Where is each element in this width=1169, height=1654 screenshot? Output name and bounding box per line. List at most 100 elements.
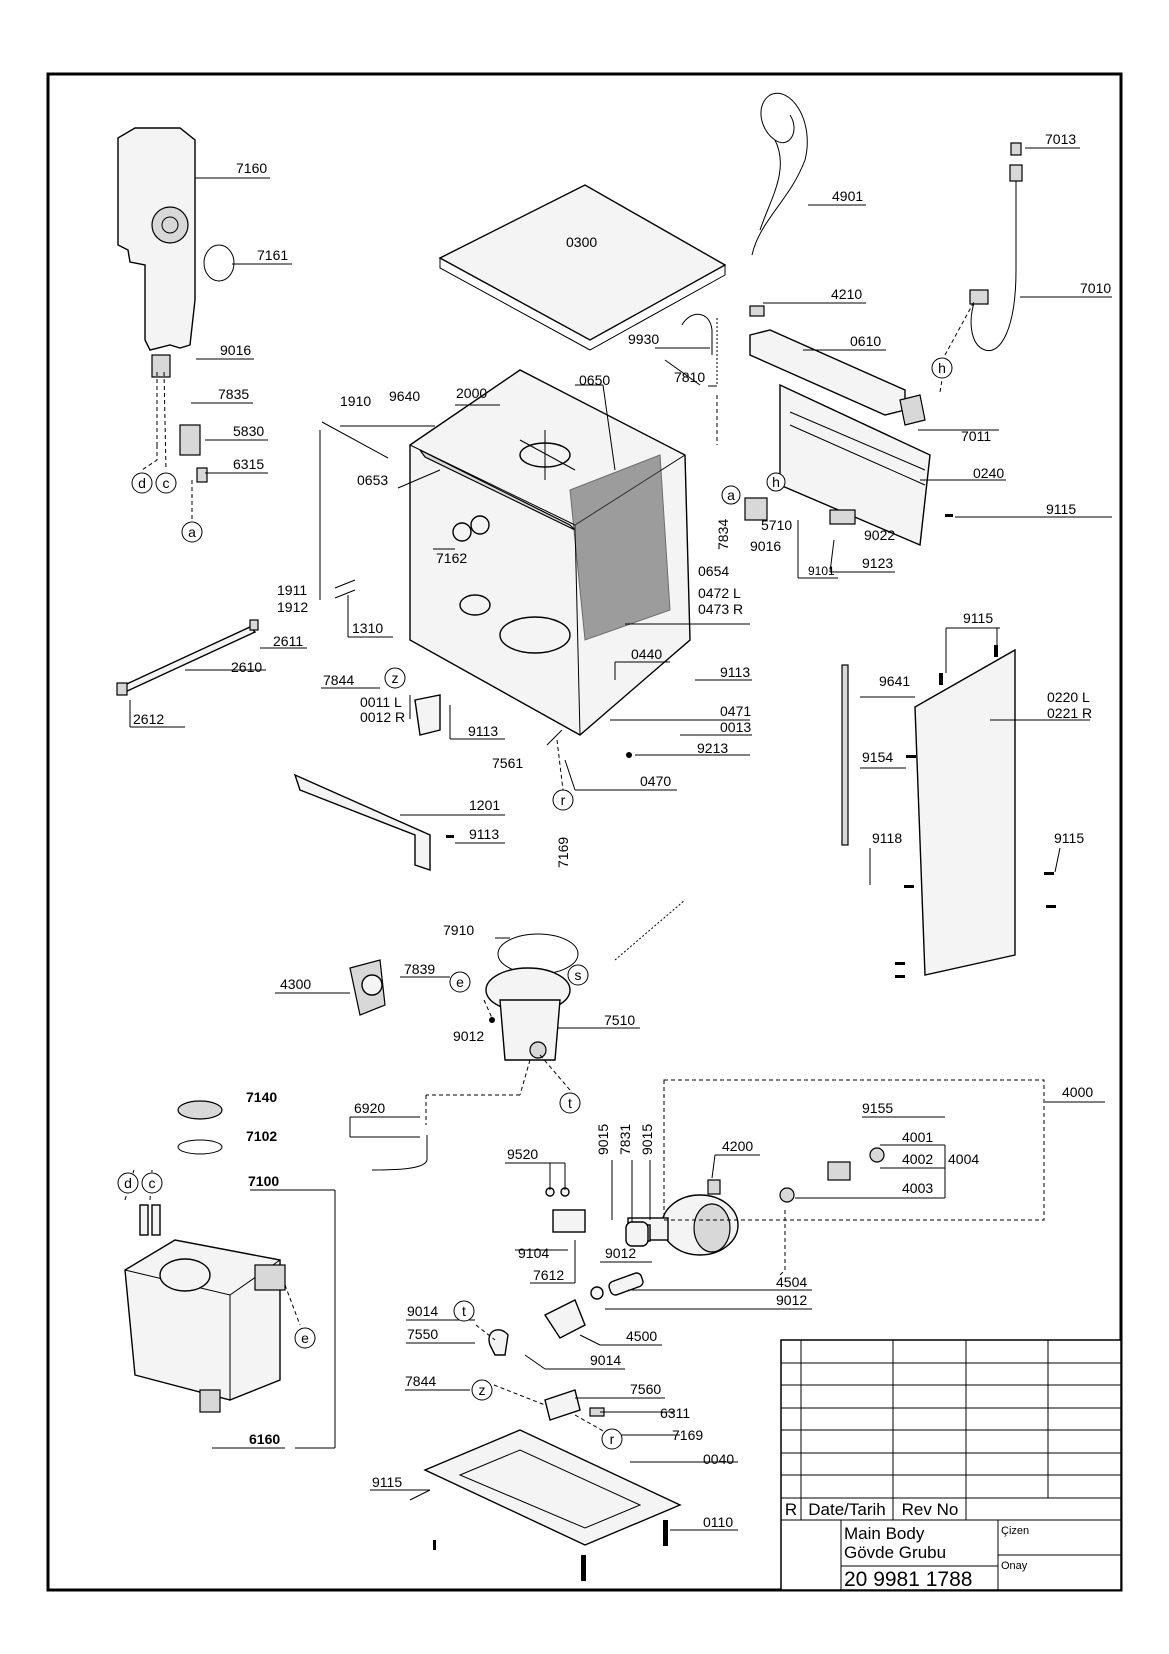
part-label: 4001 <box>902 1129 933 1145</box>
part-label: 4500 <box>626 1328 657 1344</box>
top-plate-0300-illustration <box>438 184 727 341</box>
svg-text:e: e <box>456 974 464 990</box>
bracket-0011-illustration <box>414 694 441 736</box>
part-label: 2612 <box>133 711 164 727</box>
hose-9930-illustration <box>681 313 713 355</box>
pump-4000-illustration <box>627 1147 885 1256</box>
clip-4210-illustration <box>749 305 765 317</box>
marker-c-bottom: c <box>141 1172 163 1194</box>
part-label: 7560 <box>630 1381 661 1397</box>
marker-r-bottom: r <box>601 1428 623 1450</box>
svg-text:c: c <box>149 1175 156 1191</box>
pump-4300-illustration <box>349 959 386 1016</box>
title-block-col-date: Date/Tarih <box>808 1500 885 1519</box>
part-label: 7011 <box>961 428 991 444</box>
sump-7510-illustration <box>485 967 571 1061</box>
part-label: 2000 <box>456 385 487 401</box>
marker-r-top: r <box>552 789 574 811</box>
svg-text:d: d <box>124 1175 132 1191</box>
marker-d-top: d <box>131 472 153 494</box>
part-label: 9014 <box>590 1352 621 1368</box>
part-label: 7169 <box>555 837 571 868</box>
part-label: 5710 <box>761 517 792 533</box>
part-label: 9930 <box>628 331 659 347</box>
part-label: 9015 <box>639 1124 655 1155</box>
part-label: 2610 <box>231 659 262 675</box>
drawing-frame <box>46 72 1123 1592</box>
bracket-7011-illustration <box>899 394 926 426</box>
marker-z-top: z <box>384 667 406 689</box>
marker-e-bottom: e <box>294 1327 316 1349</box>
part-label: 4200 <box>722 1138 753 1154</box>
part-label: 6160 <box>249 1431 280 1447</box>
elbow-7550-illustration <box>488 1329 509 1356</box>
part-label: 4901 <box>832 188 863 204</box>
marker-a-mid: a <box>721 485 741 505</box>
part-label: 7550 <box>407 1326 438 1342</box>
part-label: 9115 <box>1054 830 1084 846</box>
part-label: 7161 <box>257 247 288 263</box>
part-label: 7102 <box>246 1128 277 1144</box>
part-label: 9641 <box>879 673 910 689</box>
plinth-1201-illustration <box>293 773 431 871</box>
svg-text:a: a <box>727 487 735 503</box>
part-label: 7100 <box>248 1173 279 1189</box>
part-label: 7834 <box>715 519 731 550</box>
side-panel-0220-illustration <box>914 648 1016 976</box>
part-label: 7169 <box>672 1427 703 1443</box>
marker-s-mid: s <box>567 964 589 986</box>
part-label: 1912 <box>277 599 308 615</box>
part-label: 4300 <box>280 976 311 992</box>
part-label: 7831 <box>617 1124 633 1155</box>
part-label: 0473 R <box>698 601 743 617</box>
cap-7140-illustration <box>177 1100 223 1120</box>
approved-label: Onay <box>1001 1560 1028 1572</box>
strip-9641-illustration <box>841 664 849 846</box>
part-label: 9213 <box>697 740 728 756</box>
panel-0610-illustration <box>749 329 906 416</box>
part-label: 0300 <box>566 234 597 250</box>
part-label: 7162 <box>436 550 467 566</box>
part-label: 0110 <box>703 1514 733 1530</box>
parts-5710-9022-illustration <box>744 497 856 525</box>
part-label: 4504 <box>776 1274 807 1290</box>
part-label: 7844 <box>405 1373 436 1389</box>
part-label: 1910 <box>340 393 371 409</box>
part-label: 0012 R <box>360 709 405 725</box>
part-label: 0471 <box>720 703 751 719</box>
part-label: 4004 <box>948 1151 979 1167</box>
part-label: 1911 <box>277 582 307 598</box>
part-label: 9113 <box>720 664 750 680</box>
part-label: 0240 <box>973 465 1004 481</box>
part-label: 0653 <box>357 472 388 488</box>
part-label: 7140 <box>246 1089 277 1105</box>
part-label: 4002 <box>902 1151 933 1167</box>
part-label: 7835 <box>218 386 249 402</box>
part-label: 7612 <box>533 1267 564 1283</box>
hose-7010-illustration <box>969 142 1023 352</box>
marker-a-left: a <box>181 521 203 543</box>
part-label: 9113 <box>469 826 499 842</box>
softener-7100-illustration <box>124 1204 286 1413</box>
part-label: 0440 <box>631 646 662 662</box>
svg-text:s: s <box>575 967 582 983</box>
part-label: 9104 <box>518 1245 549 1261</box>
title-block-col-r: R <box>785 1500 797 1519</box>
valve-5830-illustration <box>179 424 208 483</box>
part-label: 0221 R <box>1047 705 1092 721</box>
part-label: 9113 <box>468 723 498 739</box>
part-labels: 7160 7161 9016 7835 5830 6315 4901 7013 … <box>133 131 1111 1530</box>
part-label: 7013 <box>1045 131 1076 147</box>
part-label: 0220 L <box>1047 689 1090 705</box>
part-label: 6315 <box>233 456 264 472</box>
part-label: 9154 <box>862 749 893 765</box>
cable-4901-illustration <box>751 92 808 256</box>
part-label: 9115 <box>1046 501 1076 517</box>
marker-h-right: h <box>931 357 953 379</box>
hose-7510-illustration <box>614 899 686 961</box>
svg-text:t: t <box>568 1095 572 1111</box>
part-label: 7010 <box>1080 280 1111 296</box>
tub-2000-illustration <box>409 369 691 736</box>
part-label: 0040 <box>703 1451 734 1467</box>
svg-text:z: z <box>479 1382 486 1398</box>
